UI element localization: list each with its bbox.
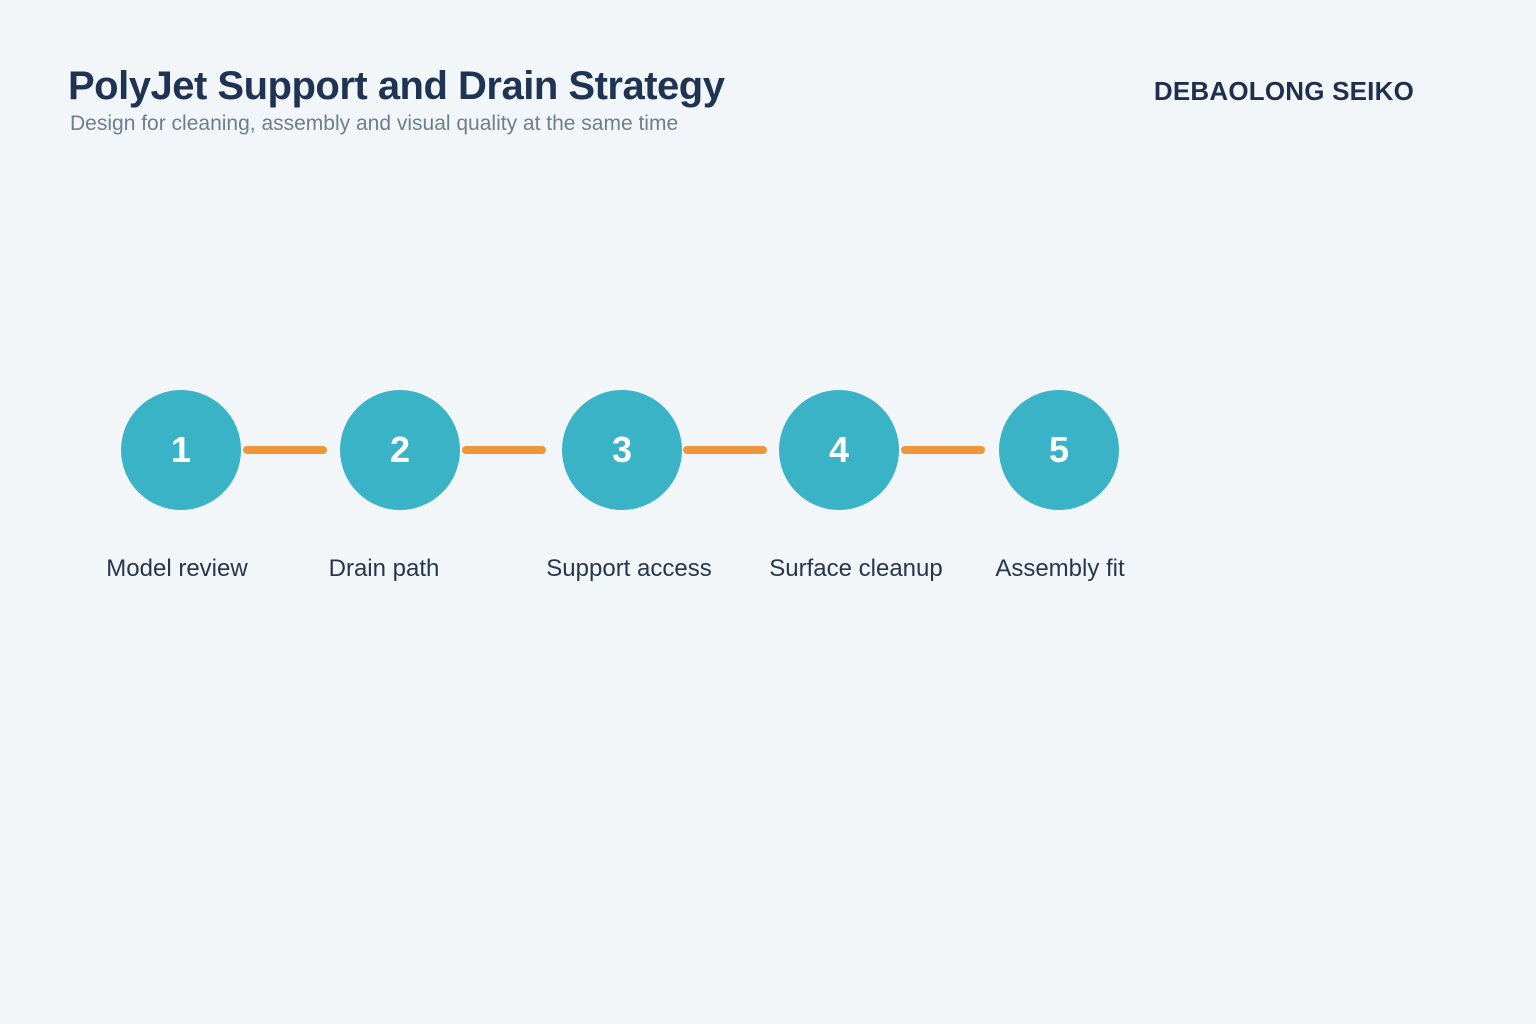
step-connector [243, 446, 327, 454]
step-number: 1 [170, 429, 192, 470]
step-label: Drain path [328, 555, 440, 582]
step-number: 4 [828, 429, 850, 470]
step-circle: 4 [779, 390, 899, 510]
page-title: PolyJet Support and Drain Strategy [68, 64, 725, 108]
step-circle: 3 [562, 390, 682, 510]
step-connector [462, 446, 546, 454]
step-circle: 2 [340, 390, 460, 510]
step-circle: 5 [999, 390, 1119, 510]
brand-name: DEBAOLONG SEIKO [1153, 76, 1414, 106]
step-number: 2 [389, 429, 411, 470]
step-circle: 1 [121, 390, 241, 510]
step-number: 3 [611, 429, 633, 470]
step-label: Model review [106, 555, 248, 582]
step-label: Surface cleanup [769, 555, 943, 582]
page-subtitle: Design for cleaning, assembly and visual… [70, 112, 679, 135]
step-connector [683, 446, 767, 454]
step-label: Assembly fit [995, 555, 1125, 582]
step-number: 5 [1048, 429, 1070, 470]
step-connector [901, 446, 985, 454]
step-label: Support access [546, 555, 712, 582]
